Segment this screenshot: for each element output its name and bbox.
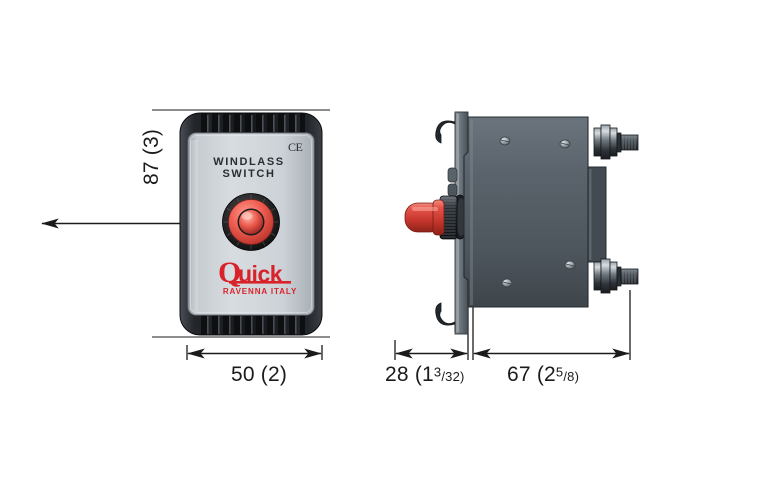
body-screws [499,136,576,288]
housing-fins-bottom [201,314,305,335]
brand-subtitle: RAVENNA ITALY [222,287,298,296]
dimension-depth-front-label: 28 (13/32) [385,363,465,387]
terminal-stud-upper [593,124,639,160]
brand-name-text: Q [218,258,241,288]
housing-fins-top [201,113,305,133]
housing-fins-top-highlight [207,115,297,132]
front-view [179,112,323,336]
dimension-height-label: 87 (3) [140,128,163,185]
side-view [404,111,639,335]
terminal-stud-lower [593,258,639,294]
depth-front-mm: 28 [385,363,409,386]
depth-front-inch-whole: (1 [414,363,434,386]
dimension-depth-body-label: 67 (25/8) [507,363,579,387]
depth-body-numerator: 5 [555,364,564,380]
flange-tab-lower [447,183,458,197]
flange-tab-upper [447,167,458,183]
brand-logo: Q uick [218,258,304,288]
housing-fins-bottom-highlight [207,316,297,334]
dimension-width-label: 50 (2) [231,363,288,386]
depth-body-denominator: /8) [563,369,580,384]
depth-front-numerator: 3 [433,364,442,380]
panel-label-line2: SWITCH [222,168,276,180]
depth-body-inch-whole: (2 [536,363,556,386]
push-button[interactable] [222,193,280,251]
panel-label-line1: WINDLASS [213,156,285,168]
ce-mark-icon: CE [288,140,303,154]
brand-name-rest: uick [238,261,283,287]
switch-body [463,116,607,308]
brand-logo-mark [229,281,291,284]
depth-body-mm: 67 [507,363,531,386]
red-plunger[interactable] [404,199,445,236]
depth-front-denominator: /32) [441,369,465,384]
